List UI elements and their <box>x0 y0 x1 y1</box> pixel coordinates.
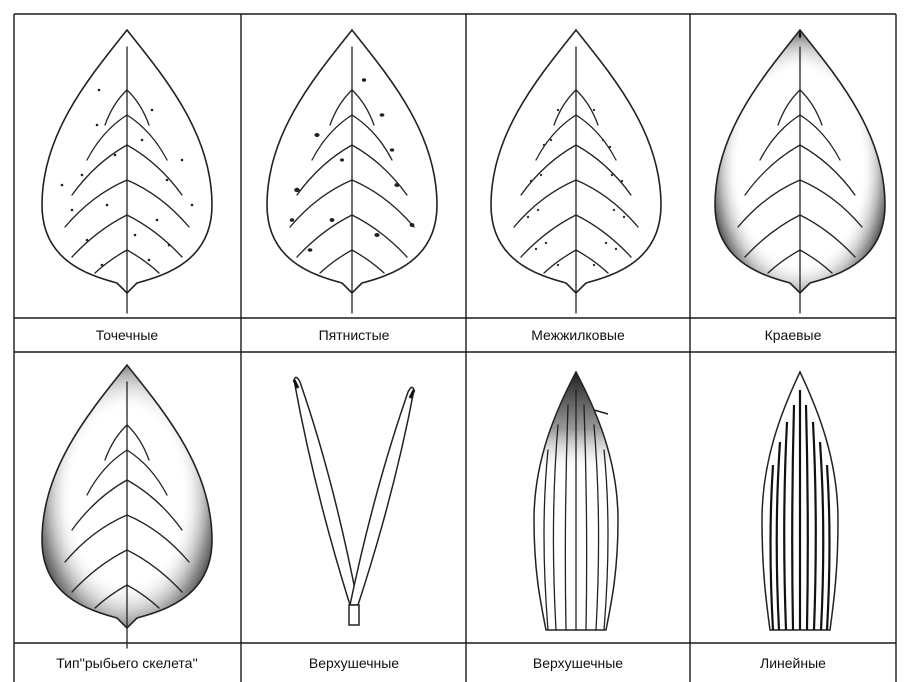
leaf-linear-icon <box>762 372 838 630</box>
leaf-fishbone-icon <box>42 365 212 648</box>
leaf-dotted-icon <box>42 30 212 313</box>
label-mezhzhilkovye: Межжилковые <box>531 327 625 343</box>
leaf-interveinal-icon <box>491 30 661 313</box>
label-tochechnye: Точечные <box>96 327 159 343</box>
leaf-spotted-icon <box>267 30 437 313</box>
label-kraevye: Краевые <box>765 327 822 343</box>
label-apical-1: Верхушечные <box>309 655 399 671</box>
needle-pair-icon <box>294 377 414 625</box>
label-lineinye: Линейные <box>760 655 826 671</box>
label-pyatnistye: Пятнистые <box>319 327 390 343</box>
leaf-apical-icon <box>534 372 618 630</box>
label-fishbone: Тип''рыбьего скелета'' <box>56 655 198 671</box>
label-apical-2: Верхушечные <box>533 655 623 671</box>
leaf-marginal-icon <box>715 30 885 313</box>
